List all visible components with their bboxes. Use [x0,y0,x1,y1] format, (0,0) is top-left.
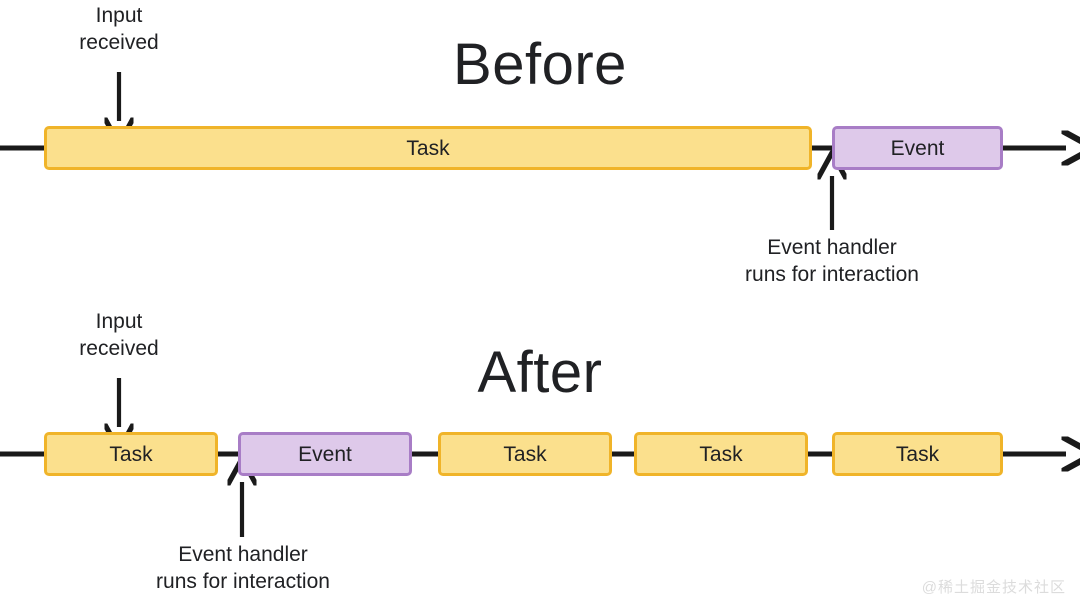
block-task-after-4[interactable]: Task [832,432,1003,476]
block-event-before[interactable]: Event [832,126,1003,170]
event-handler-label-after: Event handler runs for interaction [43,541,443,595]
event-handler-line1-after: Event handler [178,543,308,566]
input-received-label-after: Input received [19,308,219,362]
block-task-before-1[interactable]: Task [44,126,812,170]
input-received-label-before: Input received [19,2,219,56]
block-event-after[interactable]: Event [238,432,412,476]
section-title-after: After [477,340,603,405]
section-title-before: Before [453,32,627,97]
event-handler-line2-before: runs for interaction [745,263,919,286]
event-handler-line2-after: runs for interaction [156,570,330,593]
block-task-after-3[interactable]: Task [634,432,808,476]
input-received-line2-after: received [79,337,159,360]
block-task-after-2[interactable]: Task [438,432,612,476]
event-handler-line1-before: Event handler [767,236,897,259]
block-task-after-1[interactable]: Task [44,432,218,476]
input-received-line1-before: Input [95,4,143,27]
event-handler-label-before: Event handler runs for interaction [632,234,1032,288]
watermark: @稀土掘金技术社区 [921,579,1066,596]
input-received-line2-before: received [79,31,159,54]
input-received-line1-after: Input [95,310,143,333]
